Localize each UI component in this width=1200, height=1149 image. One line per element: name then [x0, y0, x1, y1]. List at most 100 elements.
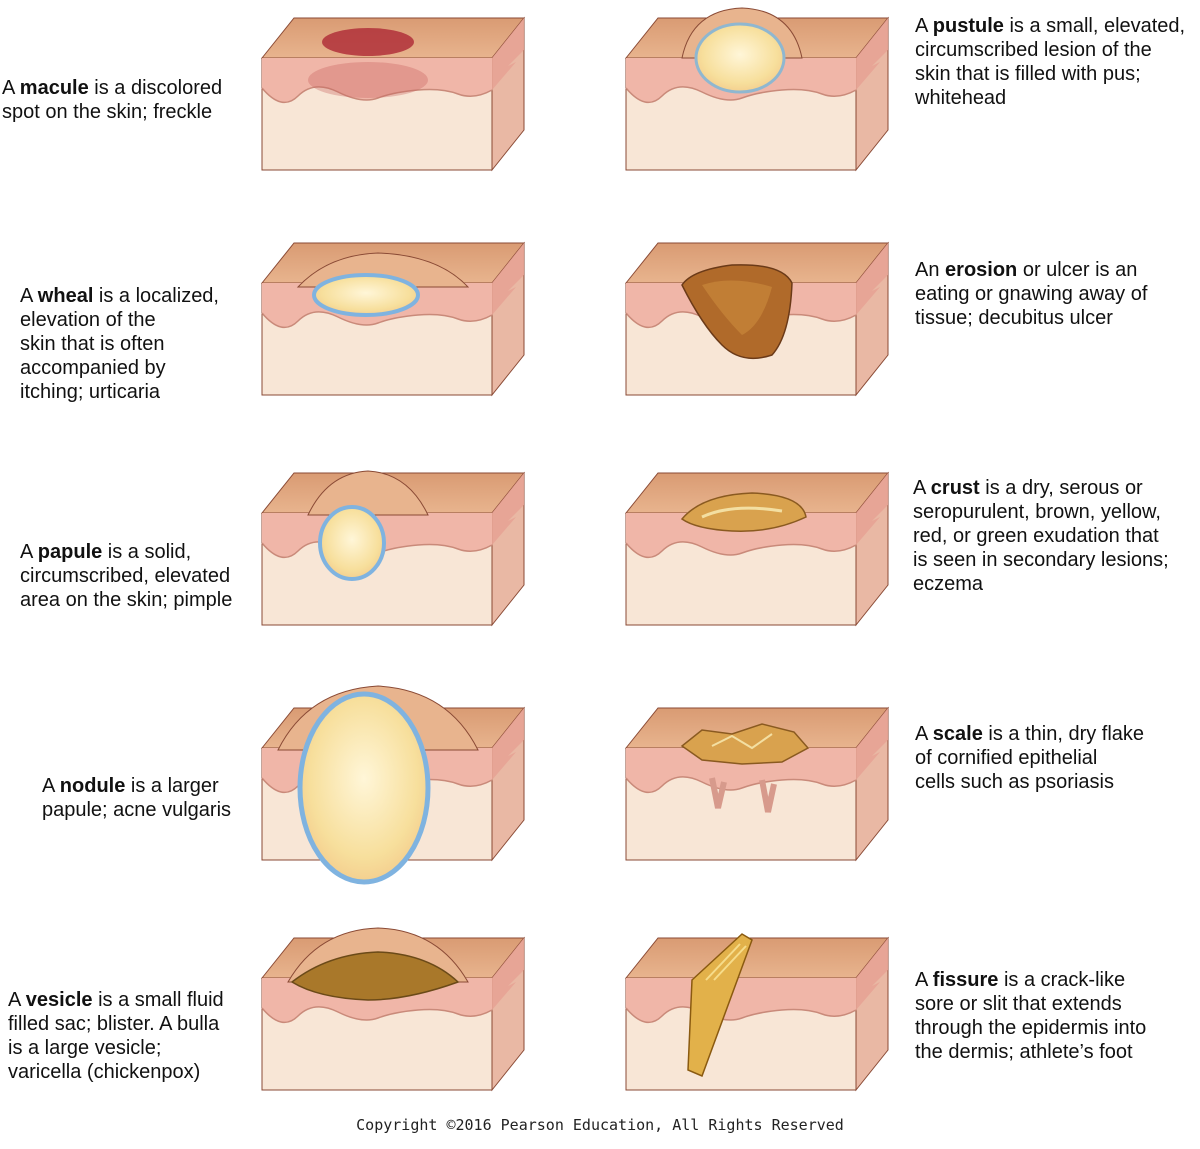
lesion-term: vesicle: [25, 989, 93, 1011]
caption-text: A: [20, 285, 38, 307]
caption-line: of cornified epithelial: [915, 746, 1144, 770]
caption-text: whitehead: [915, 87, 1007, 109]
caption-line: circumscribed lesion of the: [915, 38, 1185, 62]
skin-block-svg: [260, 927, 526, 1092]
caption-text: is a small, elevated,: [1003, 15, 1186, 37]
caption-text: tissue; decubitus ulcer: [915, 307, 1113, 329]
caption-line: area on the skin; pimple: [20, 588, 232, 612]
caption-text: itching; urticaria: [20, 381, 161, 403]
caption-line: whitehead: [915, 86, 1185, 110]
caption-text: through the epidermis into: [915, 1017, 1147, 1039]
caption-line: skin that is filled with pus;: [915, 62, 1185, 86]
wheal-illustration: [258, 225, 528, 415]
caption-line: eating or gnawing away of: [915, 282, 1147, 306]
lesion-term: wheal: [37, 285, 94, 307]
caption-text: or ulcer is an: [1017, 259, 1138, 281]
caption-line: eczema: [913, 572, 1169, 596]
caption-line: A papule is a solid,: [20, 540, 232, 564]
caption-text: A: [20, 541, 38, 563]
caption-text: papule; acne vulgaris: [42, 799, 232, 821]
caption-text: eating or gnawing away of: [915, 283, 1148, 305]
caption-text: eczema: [913, 573, 984, 595]
caption-line: itching; urticaria: [20, 380, 219, 404]
caption-line: A crust is a dry, serous or: [913, 476, 1169, 500]
caption-line: An erosion or ulcer is an: [915, 258, 1147, 282]
caption-line: A scale is a thin, dry flake: [915, 722, 1144, 746]
caption-line: A pustule is a small, elevated,: [915, 14, 1185, 38]
caption-text: is a thin, dry flake: [982, 723, 1145, 745]
caption-text: A: [913, 477, 931, 499]
caption-text: the dermis; athlete’s foot: [915, 1041, 1133, 1063]
caption-line: the dermis; athlete’s foot: [915, 1040, 1146, 1064]
caption-text: A: [42, 775, 60, 797]
caption-text: circumscribed, elevated: [20, 565, 231, 587]
lesion-term: papule: [37, 541, 103, 563]
caption-line: A vesicle is a small fluid: [8, 988, 224, 1012]
caption-text: spot on the skin; freckle: [2, 101, 213, 123]
caption-line: tissue; decubitus ulcer: [915, 306, 1147, 330]
crust-illustration: [622, 455, 892, 645]
lesion-term: crust: [930, 477, 980, 499]
caption-line: papule; acne vulgaris: [42, 798, 231, 822]
caption-line: circumscribed, elevated: [20, 564, 232, 588]
papule-illustration: [258, 455, 528, 645]
skin-block-svg: [260, 685, 526, 885]
erosion-illustration: [622, 225, 892, 415]
skin-block-svg: [624, 241, 890, 397]
macule-illustration: [258, 0, 528, 190]
caption-text: An: [915, 259, 946, 281]
lesion-term: pustule: [932, 15, 1004, 37]
caption-text: is a crack-like: [998, 969, 1126, 991]
caption-line: A fissure is a crack-like: [915, 968, 1146, 992]
caption-line: sore or slit that extends: [915, 992, 1146, 1016]
caption-text: is a large vesicle;: [8, 1037, 162, 1059]
skin-block-svg: [624, 933, 890, 1092]
caption-line: A macule is a discolored: [2, 76, 222, 100]
skin-block-svg: [624, 706, 890, 862]
skin-block-svg: [260, 241, 526, 397]
caption-text: accompanied by: [20, 357, 166, 379]
lesion-term: erosion: [945, 259, 1018, 281]
caption-text: is a localized,: [93, 285, 219, 307]
caption-line: spot on the skin; freckle: [2, 100, 222, 124]
copyright-notice: Copyright ©2016 Pearson Education, All R…: [356, 1116, 844, 1134]
caption-papule: A papule is a solid,circumscribed, eleva…: [20, 540, 232, 612]
caption-pustule: A pustule is a small, elevated,circumscr…: [915, 14, 1185, 110]
caption-line: filled sac; blister. A bulla: [8, 1012, 224, 1036]
lesion-term: macule: [19, 77, 89, 99]
caption-text: elevation of the: [20, 309, 156, 331]
caption-line: skin that is often: [20, 332, 219, 356]
caption-text: area on the skin; pimple: [20, 589, 233, 611]
caption-text: A: [915, 15, 933, 37]
skin-block-svg: [260, 470, 526, 627]
caption-line: A wheal is a localized,: [20, 284, 219, 308]
lesion-term: fissure: [932, 969, 999, 991]
caption-line: accompanied by: [20, 356, 219, 380]
caption-text: A: [2, 77, 20, 99]
lesion-term: scale: [932, 723, 983, 745]
caption-line: varicella (chickenpox): [8, 1060, 224, 1084]
caption-text: seropurulent, brown, yellow,: [913, 501, 1161, 523]
caption-line: seropurulent, brown, yellow,: [913, 500, 1169, 524]
caption-line: red, or green exudation that: [913, 524, 1169, 548]
fissure-illustration: [622, 920, 892, 1110]
caption-text: is a larger: [125, 775, 219, 797]
pustule-illustration: [622, 0, 892, 190]
skin-block-svg: [624, 7, 890, 172]
caption-text: is a dry, serous or: [979, 477, 1143, 499]
vesicle-illustration: [258, 920, 528, 1110]
caption-text: filled sac; blister. A bulla: [8, 1013, 220, 1035]
scale-illustration: [622, 690, 892, 880]
caption-text: sore or slit that extends: [915, 993, 1122, 1015]
caption-line: is seen in secondary lesions;: [913, 548, 1169, 572]
caption-text: A: [915, 723, 933, 745]
caption-text: red, or green exudation that: [913, 525, 1159, 547]
caption-text: of cornified epithelial: [915, 747, 1098, 769]
caption-line: through the epidermis into: [915, 1016, 1146, 1040]
skin-block-svg: [624, 471, 890, 627]
caption-line: is a large vesicle;: [8, 1036, 224, 1060]
